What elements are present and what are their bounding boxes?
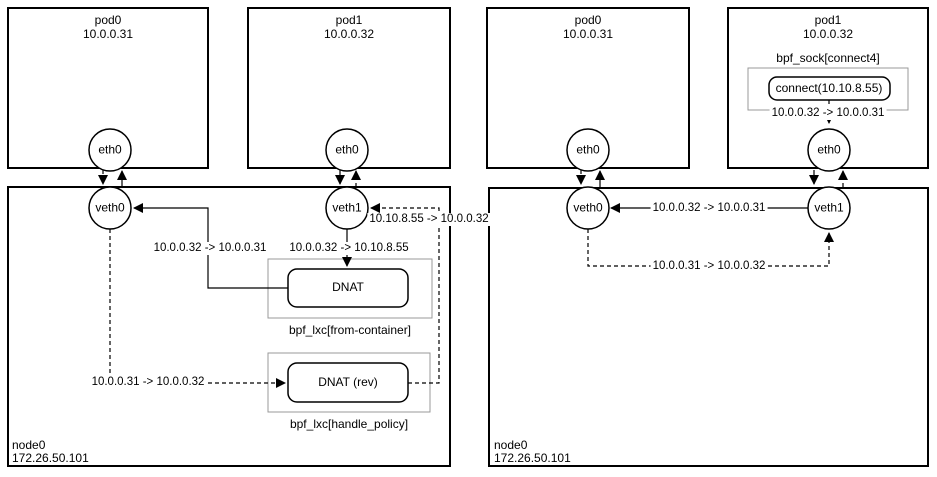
left-node0-box (7, 186, 451, 467)
left-flow-veth0-to-dnat-rev: 10.0.0.31 -> 10.0.0.32 (89, 376, 207, 389)
left-pod1-eth0-circle (325, 128, 369, 172)
left-flow-veth1-to-dnat: 10.0.0.32 -> 10.10.8.55 (287, 242, 411, 255)
left-pod0-eth0-circle (88, 128, 132, 172)
left-handle-policy-label: bpf_lxc[handle_policy] (289, 417, 409, 431)
right-pod1-eth0-label: eth0 (817, 142, 841, 157)
left-dnat-rev-to-veth1-arrow (370, 203, 440, 384)
right-pod0-eth0-circle (566, 128, 610, 172)
left-veth1-circle (325, 186, 369, 230)
right-pod1-title: pod1 (814, 13, 842, 27)
right-flow-veth1-to-veth0: 10.0.0.32 -> 10.0.0.31 (650, 202, 768, 215)
right-veth1-label: veth1 (814, 200, 844, 215)
right-connect-flow-label: 10.0.0.32 -> 10.0.0.31 (769, 107, 887, 120)
right-veth0-label: veth0 (573, 200, 603, 215)
right-node0-title: node0 (494, 438, 528, 452)
left-veth0-label: veth0 (95, 200, 125, 215)
left-veth1-label: veth1 (332, 200, 362, 215)
left-flow-dnat-rev-to-veth1: 10.10.8.55 -> 10.0.0.32 (367, 213, 491, 226)
left-pod0-title: pod0 (94, 13, 122, 27)
left-pod1-eth0-label: eth0 (335, 142, 359, 157)
right-bpf-sock-label: bpf_sock[connect4] (776, 51, 880, 65)
right-flow-veth0-to-veth1: 10.0.0.31 -> 10.0.0.32 (650, 260, 768, 273)
left-node0-ip: 172.26.50.101 (12, 451, 89, 465)
left-dnat-rev-label: DNAT (rev) (318, 375, 378, 389)
right-node0-box (488, 187, 929, 467)
left-pod0-ip: 10.0.0.31 (82, 27, 134, 41)
left-flow-dnat-to-veth0: 10.0.0.32 -> 10.0.0.31 (151, 242, 269, 255)
right-veth0-circle (566, 186, 610, 230)
left-pod1-ip: 10.0.0.32 (323, 27, 375, 41)
left-veth0-circle (88, 186, 132, 230)
right-pod0-title: pod0 (574, 13, 602, 27)
right-connect-label: connect(10.10.8.55) (775, 81, 883, 95)
right-pod1-eth0-circle (807, 128, 851, 172)
right-pod0-ip: 10.0.0.31 (562, 27, 614, 41)
left-from-container-label: bpf_lxc[from-container] (288, 323, 412, 337)
left-node0-title: node0 (12, 438, 46, 452)
left-pod1-title: pod1 (335, 13, 363, 27)
right-pod1-ip: 10.0.0.32 (802, 27, 854, 41)
left-pod0-eth0-label: eth0 (98, 142, 122, 157)
right-pod0-eth0-label: eth0 (576, 142, 600, 157)
left-dnat-label: DNAT (332, 280, 364, 294)
right-veth1-circle (807, 186, 851, 230)
right-node0-ip: 172.26.50.101 (494, 451, 571, 465)
